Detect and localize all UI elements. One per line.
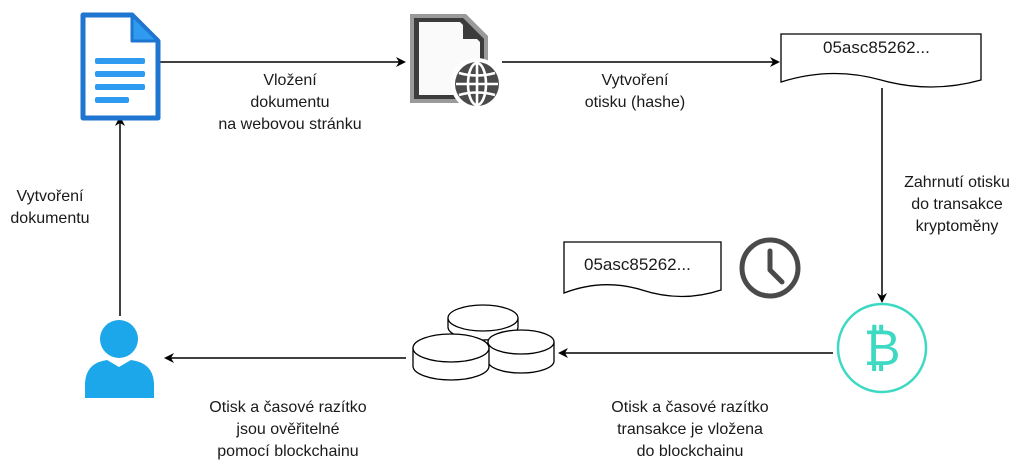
label-create-hash: Vytvoření otisku (hashe) <box>560 70 710 114</box>
label-insert-blockchain: Otisk a časové razítko transakce je vlož… <box>590 397 790 463</box>
label-line: Otisk a časové razítko <box>209 399 367 416</box>
user-icon <box>85 320 154 398</box>
database-disks-icon <box>412 304 555 381</box>
label-line: do transakce <box>911 196 1003 213</box>
label-line: otisku (hashe) <box>584 94 686 111</box>
document-icon <box>80 12 161 121</box>
label-line: Vytvoření <box>601 72 669 89</box>
label-line: Otisk a časové razítko <box>611 399 769 416</box>
label-line: Zahrnutí otisku <box>904 174 1010 191</box>
hash-box <box>780 33 982 88</box>
globe-page-icon <box>410 14 503 110</box>
hash-value: 05asc85262... <box>823 38 930 57</box>
label-line: jsou ověřitelné <box>236 421 340 438</box>
label-line: dokumentu <box>250 94 330 111</box>
timestamp-hash-box <box>563 241 722 298</box>
clock-icon <box>739 237 801 299</box>
bitcoin-icon: ₿ <box>836 302 928 394</box>
label-line: pomocí blockchainu <box>217 443 359 460</box>
label-line: Vytvoření <box>16 188 84 205</box>
svg-text:₿: ₿ <box>863 319 900 377</box>
label-line: kryptoměny <box>915 218 999 235</box>
label-line: Vložení <box>263 72 317 89</box>
label-verify: Otisk a časové razítko jsou ověřitelné p… <box>188 397 388 463</box>
timestamp-hash-value: 05asc85262... <box>584 255 691 274</box>
label-upload: Vložení dokumentu na webovou stránku <box>195 70 385 136</box>
label-create-doc: Vytvoření dokumentu <box>0 186 100 230</box>
label-line: na webovou stránku <box>218 116 362 133</box>
label-line: transakce je vložena <box>617 421 763 438</box>
label-include-tx: Zahrnutí otisku do transakce kryptoměny <box>887 172 1027 238</box>
label-line: dokumentu <box>10 210 90 227</box>
label-line: do blockchainu <box>636 443 744 460</box>
